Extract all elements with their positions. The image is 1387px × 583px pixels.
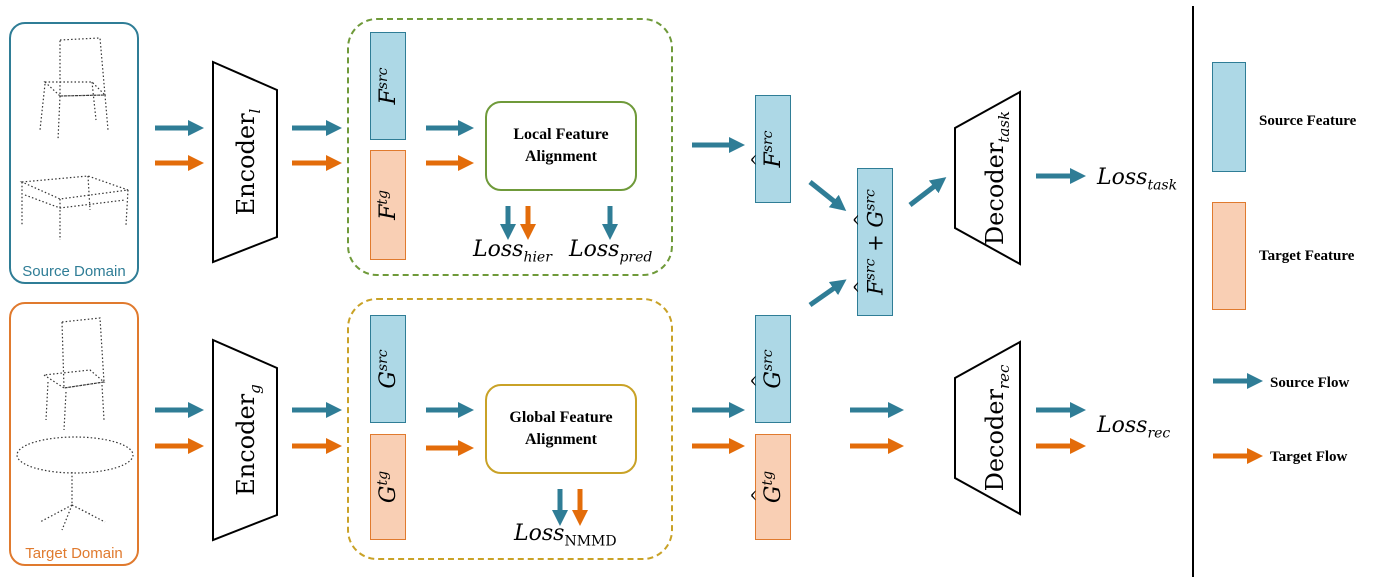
feature-g-hat-tg: Gtg	[755, 434, 791, 540]
feature-g-src: Gsrc	[370, 315, 406, 423]
legend-target-feature-label: Target Feature	[1259, 248, 1355, 264]
source-table-pointcloud	[19, 175, 129, 240]
target-domain-box: Target Domain	[9, 302, 139, 566]
encoder-global-label: Encoderg	[232, 384, 264, 496]
feature-g-tg: Gtg	[370, 434, 406, 540]
loss-hier: Losshier	[473, 237, 552, 266]
arrow-g-hat-to-fusion	[808, 279, 847, 308]
source-domain-label: Source Domain	[22, 263, 126, 280]
arrow-f-hat-to-fusion	[808, 180, 847, 211]
flow-arrows	[155, 119, 1264, 527]
global-feature-alignment: Global Feature Alignment	[485, 384, 637, 474]
loss-rec: Lossrec	[1097, 413, 1171, 442]
source-chair-pointcloud	[39, 37, 109, 141]
feature-fusion: Fsrc + Gsrc	[857, 168, 893, 316]
source-domain-box: Source Domain	[9, 22, 139, 284]
feature-f-tg: Ftg	[370, 150, 406, 260]
global-alignment-container	[347, 298, 673, 560]
legend-source-feature-label: Source Feature	[1259, 113, 1357, 129]
loss-task: Losstask	[1097, 165, 1178, 194]
decoder-rec-label: Decoderrec	[981, 364, 1013, 492]
decoder-task-shape	[954, 90, 1021, 266]
legend-target-flow-label: Target Flow	[1270, 449, 1348, 465]
loss-nmmd: LossNMMD	[514, 521, 617, 550]
local-alignment-container	[347, 18, 673, 276]
feature-f-src: Fsrc	[370, 32, 406, 140]
encoder-g-shape	[212, 338, 278, 542]
target-chair-pointcloud	[42, 317, 106, 431]
feature-f-hat-src: Fsrc	[755, 95, 791, 203]
loss-pred: Losspred	[569, 237, 653, 266]
local-feature-alignment: Local Feature Alignment	[485, 101, 637, 191]
feature-g-hat-src: Gsrc	[755, 315, 791, 423]
encoder-l-shape	[212, 60, 278, 264]
legend-target-feature-swatch	[1212, 202, 1246, 310]
legend-source-flow-label: Source Flow	[1270, 375, 1350, 391]
target-domain-label: Target Domain	[25, 545, 123, 562]
encoder-local-label: Encoderl	[232, 108, 264, 216]
decoder-task-label: Decodertask	[981, 110, 1013, 246]
target-table-pointcloud	[16, 436, 134, 531]
arrow-fusion-to-decoder-task	[908, 177, 947, 207]
legend-source-feature-swatch	[1212, 62, 1246, 172]
decoder-rec-shape	[954, 340, 1021, 516]
